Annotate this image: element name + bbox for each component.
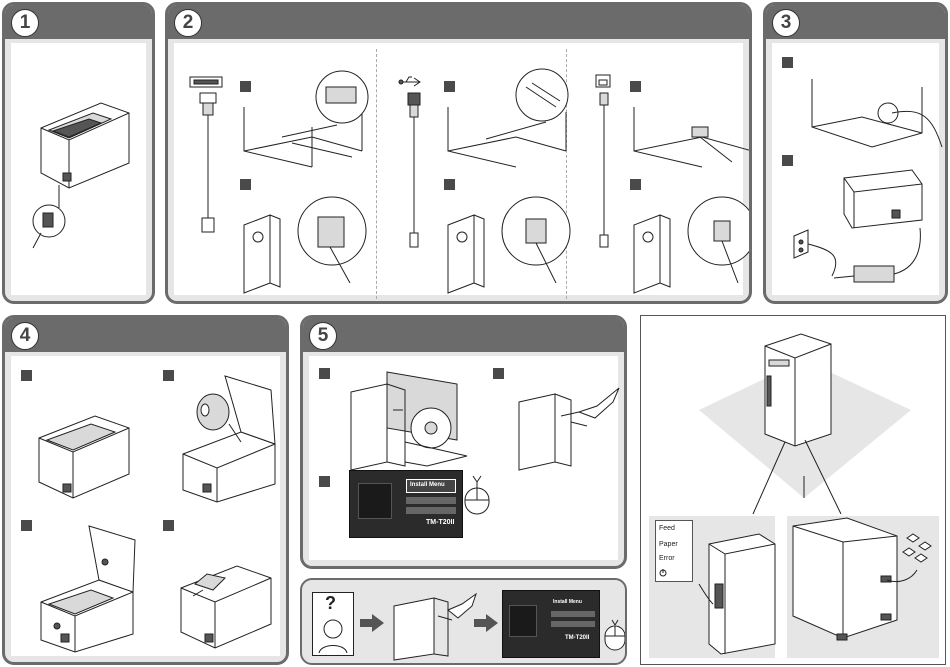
printer-serial-connection	[242, 67, 372, 167]
mouse-icon	[459, 472, 493, 516]
step-2-number: 2	[174, 9, 202, 37]
ethernet-icon	[596, 75, 612, 89]
person-illustration	[313, 615, 353, 655]
step-4-number: 4	[11, 322, 39, 350]
pc-cd-illustration	[347, 366, 477, 466]
installer-option[interactable]	[551, 621, 595, 627]
installer-printer-image	[509, 605, 537, 637]
install-menu-label: Install Menu	[410, 482, 445, 488]
installer-model-label: TM-T20II	[426, 519, 454, 526]
install-menu-label-small: Install Menu	[553, 599, 582, 605]
arrow-icon	[474, 614, 498, 632]
step-3-panel: 3	[763, 2, 948, 304]
question-icon: ?	[325, 593, 336, 614]
substep-square	[782, 57, 793, 68]
step-1-number: 1	[11, 9, 39, 37]
installer-option[interactable]	[406, 507, 456, 514]
printer-power-switch-illustration	[11, 43, 151, 303]
step-5-header: 5	[303, 318, 624, 352]
printer-paper-out-illustration	[175, 556, 285, 656]
pc-power-illustration	[390, 590, 480, 660]
installer-model-label-small: TM-T20II	[565, 635, 589, 641]
printer-ethernet-connection	[632, 67, 752, 167]
printer-side-detail	[669, 524, 779, 654]
printer-bottom-detail	[787, 516, 937, 656]
pc-ethernet-connection	[630, 193, 752, 293]
ethernet-cable	[592, 93, 616, 253]
substep-square	[163, 520, 174, 531]
installer-window-small: Install Menu TM-T20II	[502, 590, 600, 658]
installer-printer-image	[358, 483, 392, 519]
pc-usb-connection	[444, 193, 574, 293]
printer-paper-loaded-illustration	[29, 526, 149, 656]
wall-mount-illustration	[641, 316, 945, 516]
installer-option[interactable]	[406, 497, 456, 504]
power-supply-illustration	[772, 158, 947, 298]
step-1-header: 1	[5, 5, 152, 39]
usb-cable	[402, 93, 426, 253]
step-3-illustration-area	[772, 43, 939, 295]
serial-cable	[196, 93, 226, 243]
troubleshoot-area: ? Install Menu TM-T20II	[306, 584, 621, 659]
step-2-illustration-area	[174, 43, 743, 295]
printer-power-connection	[802, 67, 948, 157]
help-person-box: ?	[312, 592, 354, 656]
rubber-feet-detail	[787, 516, 939, 658]
step-4-illustration-area	[11, 356, 280, 656]
step-5-panel: 5 Install Menu TM-T20II	[300, 315, 627, 569]
usb-icon	[398, 75, 422, 89]
step-2-panel: 2	[165, 2, 752, 304]
installer-window: Install Menu TM-T20II	[349, 470, 463, 538]
substep-square	[240, 179, 251, 190]
serial-port-icon	[190, 77, 224, 89]
printer-usb-connection	[446, 67, 576, 167]
substep-square	[444, 179, 455, 190]
step-2-header: 2	[168, 5, 749, 39]
substep-square	[21, 370, 32, 381]
step-5-illustration-area: Install Menu TM-T20II	[309, 356, 618, 560]
arrow-icon	[360, 614, 384, 632]
pc-serial-connection	[240, 193, 370, 293]
mouse-icon	[602, 618, 627, 652]
installation-panel: Feed Paper Error	[640, 315, 946, 665]
step-1-illustration-area	[11, 43, 146, 295]
step-3-header: 3	[766, 5, 945, 39]
substep-square	[493, 368, 504, 379]
substep-square	[319, 476, 330, 487]
divider	[376, 49, 377, 299]
pc-printer-power-illustration	[515, 376, 625, 466]
installer-option[interactable]	[551, 611, 595, 617]
status-panel-detail: Feed Paper Error	[649, 516, 775, 658]
step-3-number: 3	[772, 9, 800, 37]
step-4-header: 4	[5, 318, 286, 352]
step-1-panel: 1	[2, 2, 155, 304]
substep-square	[319, 368, 330, 379]
step-5-number: 5	[309, 322, 337, 350]
printer-closed-illustration	[33, 406, 143, 506]
install-menu-button[interactable]: Install Menu	[406, 479, 456, 493]
troubleshoot-panel: ? Install Menu TM-T20II	[300, 578, 627, 665]
step-4-panel: 4	[2, 315, 289, 665]
printer-open-roll-illustration	[171, 372, 289, 502]
substep-square	[630, 179, 641, 190]
power-icon	[659, 569, 667, 577]
